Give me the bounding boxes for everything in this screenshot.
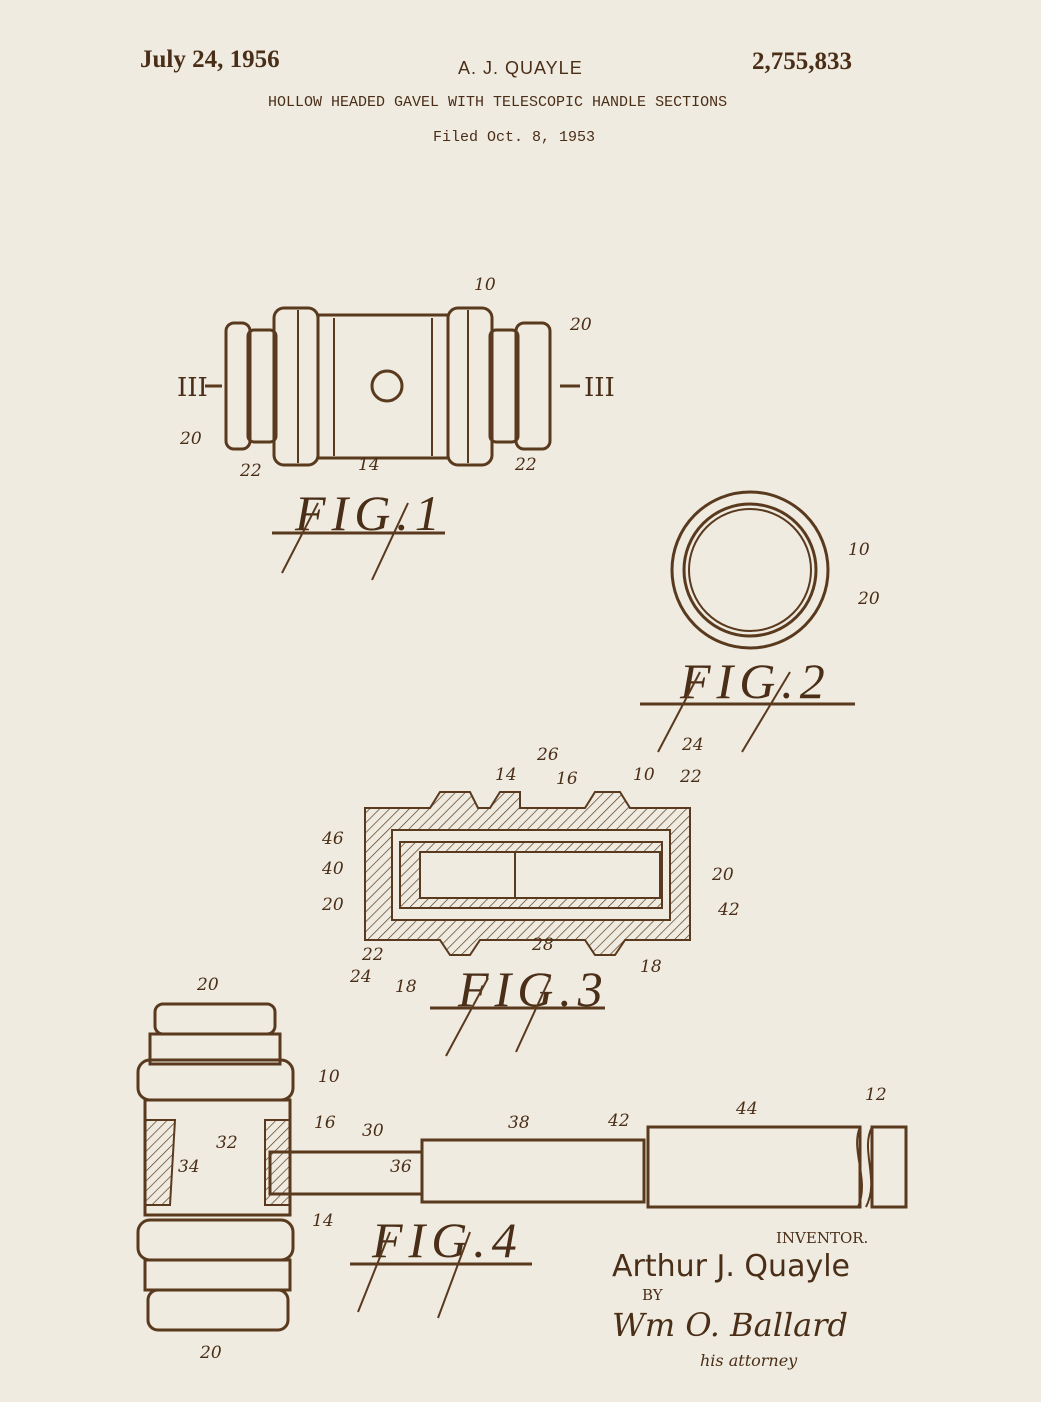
ref-label: 38: [508, 1113, 530, 1133]
ref-label: 20: [569, 315, 592, 335]
ref-label: 20: [321, 895, 344, 915]
ref-label: 20: [199, 1343, 222, 1363]
ref-label: 10: [318, 1067, 340, 1087]
ref-label: 20: [857, 589, 880, 609]
ref-label: 10: [848, 540, 870, 560]
ref-label: 32: [216, 1133, 238, 1153]
ref-label: 12: [865, 1085, 887, 1105]
figure-4: 20 10 16 30 38 42 44 12 32 34 36 14 20 F…: [136, 975, 908, 1363]
filed-date: Filed Oct. 8, 1953: [433, 129, 596, 146]
ref-label: 20: [179, 429, 202, 449]
ref-label: 14: [495, 765, 517, 785]
attorney-signature: Wm O. Ballard: [612, 1306, 848, 1344]
figure-1: III III 10 20 20 22 14 22 FIG.1: [177, 275, 615, 581]
ref-label: 46: [321, 829, 344, 849]
ref-label: 40: [321, 859, 344, 879]
ref-label: 18: [640, 957, 662, 977]
ref-label: 20: [711, 865, 734, 885]
ref-label: 22: [239, 461, 262, 481]
ref-label: 18: [395, 977, 417, 997]
patent-number: 2,755,833: [752, 48, 852, 75]
ref-label: 20: [196, 975, 219, 995]
ref-label: 10: [633, 765, 655, 785]
figure-caption: FIG.4: [371, 1212, 523, 1268]
ref-label: 42: [607, 1111, 630, 1131]
ref-label: 22: [361, 945, 384, 965]
figure-caption: FIG.2: [679, 653, 831, 709]
ref-label: 22: [514, 455, 537, 475]
section-mark: III: [177, 373, 208, 403]
inventor-heading: INVENTOR.: [776, 1229, 868, 1247]
ref-label: 14: [312, 1211, 334, 1231]
ref-label: 14: [358, 455, 380, 475]
figure-caption: FIG.1: [294, 485, 446, 541]
ref-label: 16: [556, 769, 578, 789]
attorney-role: his attorney: [700, 1351, 798, 1370]
patent-date: July 24, 1956: [140, 46, 280, 73]
ref-label: 42: [717, 900, 740, 920]
ref-label: 10: [474, 275, 496, 295]
inventor-header: A. J. QUAYLE: [458, 58, 583, 78]
ref-label: 30: [362, 1121, 384, 1141]
figure-3: 26 24 14 16 10 22 46 40 20 20 42 22 24 1…: [321, 735, 740, 1057]
figure-caption: FIG.3: [457, 961, 609, 1017]
ref-label: 24: [681, 735, 704, 755]
ref-label: 44: [735, 1099, 758, 1119]
ref-label: 26: [536, 745, 559, 765]
section-mark: III: [584, 373, 615, 403]
ref-label: 36: [390, 1157, 412, 1177]
by-label: BY: [642, 1286, 664, 1304]
ref-label: 24: [349, 967, 372, 987]
ref-label: 28: [531, 935, 554, 955]
figure-2: 10 20 FIG.2: [640, 490, 880, 753]
signature-block: INVENTOR. Arthur J. Quayle BY Wm O. Ball…: [612, 1229, 868, 1370]
patent-title: HOLLOW HEADED GAVEL WITH TELESCOPIC HAND…: [268, 94, 728, 111]
ref-label: 16: [314, 1113, 336, 1133]
ref-label: 22: [679, 767, 702, 787]
inventor-name: Arthur J. Quayle: [612, 1249, 850, 1284]
ref-label: 34: [178, 1157, 200, 1177]
